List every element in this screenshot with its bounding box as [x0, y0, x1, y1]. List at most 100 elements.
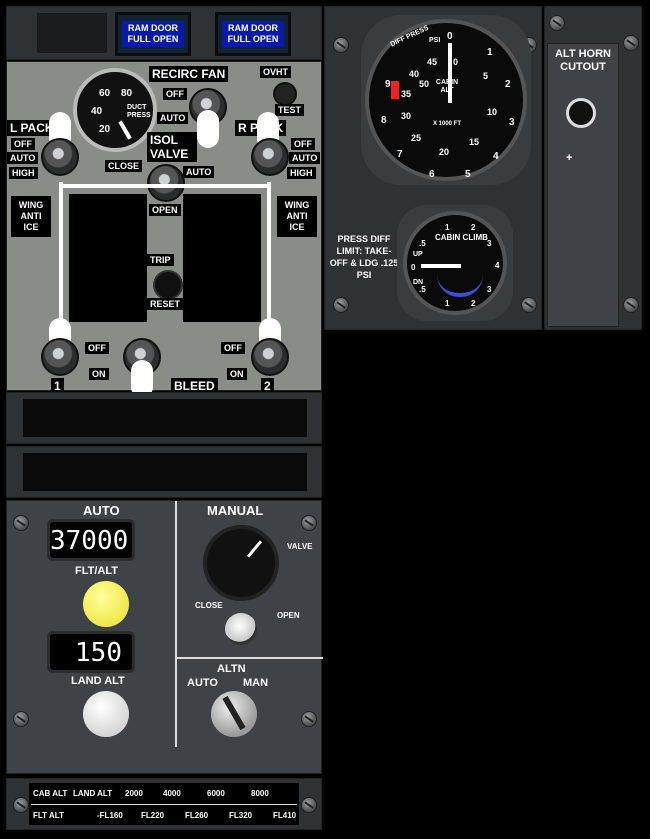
screw: [301, 515, 317, 531]
ram-door-left-light: RAM DOOR FULL OPEN: [115, 12, 191, 56]
outer-tick-9: 9: [385, 79, 391, 90]
open-label: OPEN: [277, 611, 300, 620]
inner-tick-25: 25: [411, 133, 422, 143]
climb-tick-05-dn: .5: [419, 285, 426, 294]
ovht-label: OVHT: [260, 66, 292, 78]
outer-tick-6: 6: [429, 169, 435, 180]
auto-heading: AUTO: [83, 503, 120, 518]
isol-close-label: CLOSE: [105, 160, 143, 172]
flt-alt-label: FLT/ALT: [75, 565, 118, 577]
wing-anti-ice-right: WING ANTI ICE: [277, 196, 317, 237]
cabin-gauges-panel: DIFF PRESS PSI CABIN ALT X 1000 FT 0 1 2…: [324, 6, 542, 330]
cab-alt-heading: CAB ALT: [33, 789, 68, 798]
climb-tick-0: 0: [411, 263, 416, 272]
press-diff-limit: PRESS DIFF LIMIT: TAKE-OFF & LDG .125 PS…: [329, 234, 399, 280]
land-alt-display: 150: [47, 631, 135, 673]
psi-label: PSI: [429, 37, 441, 44]
isol-auto-label: AUTO: [183, 166, 215, 178]
isol-valve-label: ISOL VALVE: [147, 132, 197, 162]
mode-selector-knob[interactable]: [211, 691, 257, 737]
l-pack-label: L PACK: [7, 120, 57, 136]
alt-horn-inner: ALT HORN CUTOUT +: [547, 43, 619, 327]
recirc-auto-label: AUTO: [157, 112, 189, 124]
outer-tick-2: 2: [505, 79, 511, 90]
ovht-test-button[interactable]: [273, 82, 297, 106]
inner-tick-10: 10: [487, 107, 498, 117]
ram-door-panel: RAM DOOR FULL OPEN RAM DOOR FULL OPEN: [6, 6, 322, 60]
inner-tick-20: 20: [439, 147, 450, 157]
test-label: TEST: [275, 104, 305, 116]
flt-alt-fl160: -FL160: [97, 811, 123, 820]
screw: [549, 15, 565, 31]
diff-press-label: DIFF PRESS: [389, 24, 430, 49]
alt-horn-panel: ALT HORN CUTOUT +: [544, 6, 642, 330]
land-alt-heading: LAND ALT: [73, 789, 113, 798]
bleed-1-label: 1: [51, 378, 64, 394]
climb-tick-2-up: 2: [471, 223, 476, 232]
duct-line-left: [59, 182, 63, 372]
recirc-fan-paddle[interactable]: [197, 110, 219, 148]
outer-tick-5: 5: [465, 169, 471, 180]
climb-tick-1-up: 1: [445, 223, 450, 232]
flt-alt-fl320: FL320: [229, 811, 253, 820]
cab-alt-8000: 8000: [251, 789, 269, 798]
cabin-alt-gauge-bezel: DIFF PRESS PSI CABIN ALT X 1000 FT 0 1 2…: [361, 15, 531, 185]
flt-alt-fl410: FL410: [273, 811, 297, 820]
altitude-table: CAB ALT LAND ALT 2000 4000 6000 8000 FLT…: [29, 783, 299, 825]
duct-press-label: DUCT PRESS: [127, 104, 151, 119]
cab-alt-2000: 2000: [125, 789, 143, 798]
screw: [13, 711, 29, 727]
blank-window-1: [23, 399, 307, 437]
manual-heading: MANUAL: [207, 503, 264, 518]
l-pack-switch[interactable]: [41, 138, 79, 176]
screw: [623, 297, 639, 313]
land-alt-knob[interactable]: [83, 691, 129, 737]
blank-window-2: [23, 453, 307, 491]
bleed-2-switch[interactable]: [251, 338, 289, 376]
cabin-alt-needle: [448, 43, 452, 103]
l-pack-high: HIGH: [9, 167, 38, 179]
apu-bleed-paddle[interactable]: [131, 360, 153, 398]
duct-line-top: [59, 184, 271, 188]
r-pack-off: OFF: [291, 138, 315, 150]
outer-tick-0: 0: [447, 31, 453, 42]
altn-label: ALTN: [217, 663, 246, 675]
valve-needle: [246, 540, 263, 558]
inner-tick-45: 45: [427, 57, 438, 67]
climb-tick-05-up: .5: [419, 239, 426, 248]
flt-alt-knob[interactable]: [83, 581, 129, 627]
isol-valve-switch[interactable]: [147, 164, 185, 202]
inner-tick-50: 50: [419, 79, 430, 89]
outer-tick-4: 4: [493, 151, 499, 162]
trip-reset-button[interactable]: [153, 270, 183, 300]
duct-tick-60: 60: [99, 88, 111, 99]
bleed-1-off: OFF: [85, 342, 109, 354]
inner-tick-0: 0: [453, 57, 459, 67]
wing-anti-ice-left: WING ANTI ICE: [11, 196, 51, 237]
cab-alt-6000: 6000: [207, 789, 225, 798]
land-alt-label: LAND ALT: [71, 675, 125, 687]
duct-line-right: [267, 182, 271, 372]
altitude-table-panel: CAB ALT LAND ALT 2000 4000 6000 8000 FLT…: [6, 778, 322, 830]
screw: [13, 797, 29, 813]
outflow-valve-gauge: [203, 525, 279, 601]
inner-tick-35: 35: [401, 89, 412, 99]
manual-valve-switch[interactable]: [225, 613, 257, 645]
inner-tick-15: 15: [469, 137, 480, 147]
cabin-alt-gauge: DIFF PRESS PSI CABIN ALT X 1000 FT 0 1 2…: [365, 19, 527, 181]
valve-label: VALVE: [287, 542, 313, 551]
screw: [301, 711, 317, 727]
cabin-alt-label: CABIN ALT: [435, 79, 459, 94]
close-label: CLOSE: [195, 601, 223, 610]
bleed-1-switch[interactable]: [41, 338, 79, 376]
screw: [333, 297, 349, 313]
duct-tick-80: 80: [121, 88, 133, 99]
bleed-trip-light-right: [183, 194, 261, 322]
ram-door-left-text: RAM DOOR FULL OPEN: [122, 21, 184, 47]
r-pack-switch[interactable]: [251, 138, 289, 176]
mode-man-label: MAN: [243, 677, 269, 689]
alt-horn-cutout-button[interactable]: [566, 98, 596, 128]
pressurization-panel: AUTO 37000 FLT/ALT 150 LAND ALT MANUAL V…: [6, 500, 323, 774]
screw: [301, 797, 317, 813]
outer-tick-8: 8: [381, 115, 387, 126]
